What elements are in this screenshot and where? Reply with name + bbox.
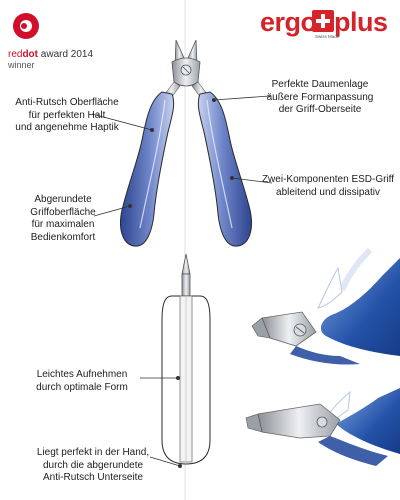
callout-lines-side xyxy=(140,375,182,468)
callout-lines-top xyxy=(91,95,273,217)
reddot-award-winner: winner xyxy=(8,60,35,70)
callout-esd: Zwei-Komponenten ESD-Griff ableitend und… xyxy=(261,174,395,198)
reddot-logo-icon xyxy=(13,13,39,39)
brand-ergo-text: ergo xyxy=(260,7,317,37)
photo-cutter-in-hand xyxy=(251,247,400,365)
left-grip xyxy=(120,91,175,247)
brand-tagline: Swiss Made xyxy=(315,34,340,39)
photo2-pivot-screw-icon xyxy=(316,416,328,428)
brand-plus-text: plus xyxy=(334,7,388,37)
callout-rounded: Abgerundete Griffoberfläche für maximale… xyxy=(30,194,96,243)
ergoplus-logo: ergo plus Swiss Made xyxy=(258,6,398,46)
callout-anti-slip: Anti-Rutsch Oberfläche für perfekten Hal… xyxy=(15,97,119,133)
callout-pickup: Leichtes Aufnehmen durch optimale Form xyxy=(36,369,128,393)
pliers-side-view xyxy=(161,253,211,465)
reddot-award-title: reddot award 2014 xyxy=(8,49,94,60)
right-grip xyxy=(197,91,252,247)
photo-flatnose-pliers xyxy=(245,388,400,466)
callout-thumb: Perfekte Daumenlage äußere Formanpassung… xyxy=(266,79,374,115)
pliers-top-view xyxy=(120,39,252,247)
swiss-cross-icon xyxy=(312,10,334,32)
callout-hand: Liegt perfekt in der Hand, durch die abg… xyxy=(36,447,150,483)
